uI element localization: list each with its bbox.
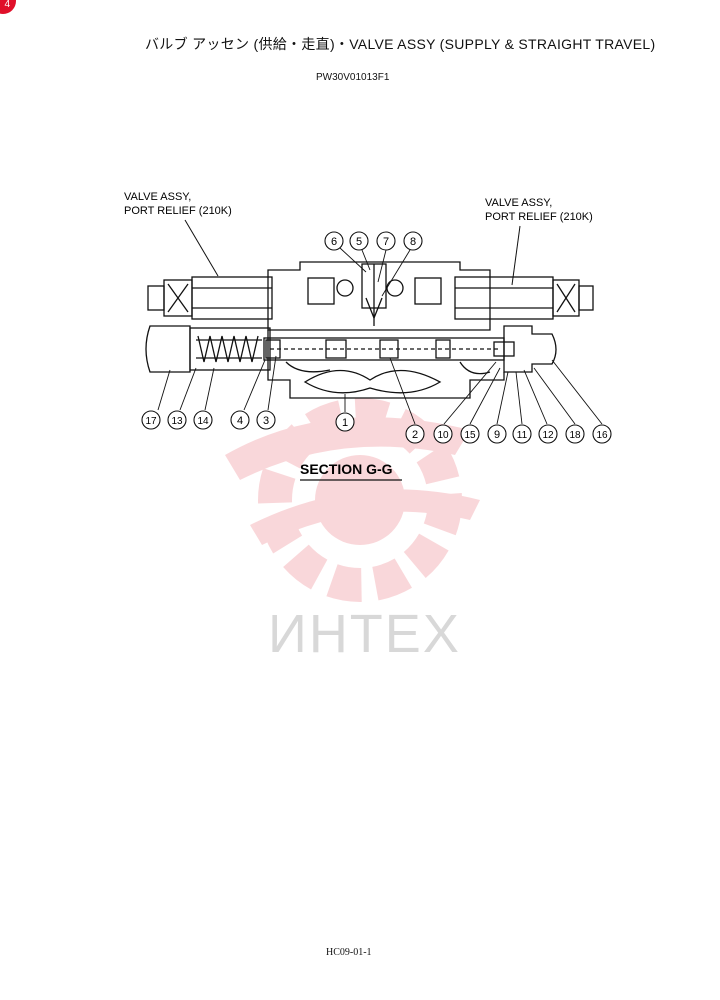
bottom-right-balloon-circle (405, 424, 425, 444)
left-relief-callout-line2: PORT RELIEF (210K) (124, 205, 232, 217)
top-balloon-circle (324, 231, 344, 251)
bottom-left-balloon-circle (230, 410, 250, 430)
left-relief-callout-line1: VALVE ASSY, (124, 191, 191, 203)
top-balloon-label: 6 (331, 236, 337, 248)
bottom-right-balloon-circle (538, 424, 558, 444)
bottom-left-balloon-circle (335, 412, 355, 432)
bottom-left-balloon-circle (167, 410, 187, 430)
bottom-right-balloon-circle (512, 424, 532, 444)
bottom-left-balloon-label: 3 (263, 415, 269, 427)
bottom-right-balloon-circle (565, 424, 585, 444)
right-relief-leader (511, 225, 521, 286)
valve-body (145, 261, 594, 399)
balloon-leaders (157, 247, 603, 425)
top-balloon-label: 8 (410, 236, 416, 248)
watermark-text: ИНТЕХ (268, 604, 461, 664)
bottom-left-balloon-circle (256, 410, 276, 430)
right-relief-callout-line2: PORT RELIEF (210K) (485, 211, 593, 223)
bottom-right-balloon-circle (487, 424, 507, 444)
top-balloon-circle (349, 231, 369, 251)
bottom-left-balloon-label: 13 (171, 416, 183, 427)
top-balloon-circle (376, 231, 396, 251)
bottom-right-balloon-label: 16 (596, 430, 608, 441)
watermark-logo (225, 398, 480, 602)
bottom-left-balloon-label: 1 (342, 417, 348, 429)
bottom-right-balloon-circle (433, 424, 453, 444)
bottom-right-balloon-label: 11 (517, 430, 528, 441)
bottom-left-balloon-label: 4 (237, 415, 243, 427)
top-balloon-label: 7 (383, 236, 389, 248)
bottom-left-balloon-circle (141, 410, 161, 430)
bottom-left-balloon-label: 17 (145, 416, 157, 427)
bottom-right-balloon-label: 18 (569, 430, 581, 441)
left-relief-leader (184, 219, 219, 277)
right-relief-callout-line1: VALVE ASSY, (485, 197, 552, 209)
bottom-left-balloon-circle (193, 410, 213, 430)
top-balloon-label: 5 (356, 236, 362, 248)
bottom-right-balloon-circle (592, 424, 612, 444)
bottom-right-balloon-circle (460, 424, 480, 444)
top-balloon-circle (403, 231, 423, 251)
bottom-right-balloon-label: 9 (494, 429, 500, 441)
section-label: SECTION G-G (300, 461, 393, 477)
bottom-right-balloon-label: 2 (412, 429, 418, 441)
page-title: バルブ アッセン (供給・走直)・VALVE ASSY (SUPPLY & ST… (145, 36, 656, 52)
bottom-right-balloon-label: 12 (542, 430, 554, 441)
bottom-right-balloon-label: 15 (464, 430, 476, 441)
drawing-number: PW30V01013F1 (316, 72, 390, 83)
footer-code: HC09-01-1 (326, 947, 372, 958)
bottom-right-balloon-label: 10 (437, 430, 449, 441)
bottom-left-balloon-label: 14 (197, 416, 209, 427)
